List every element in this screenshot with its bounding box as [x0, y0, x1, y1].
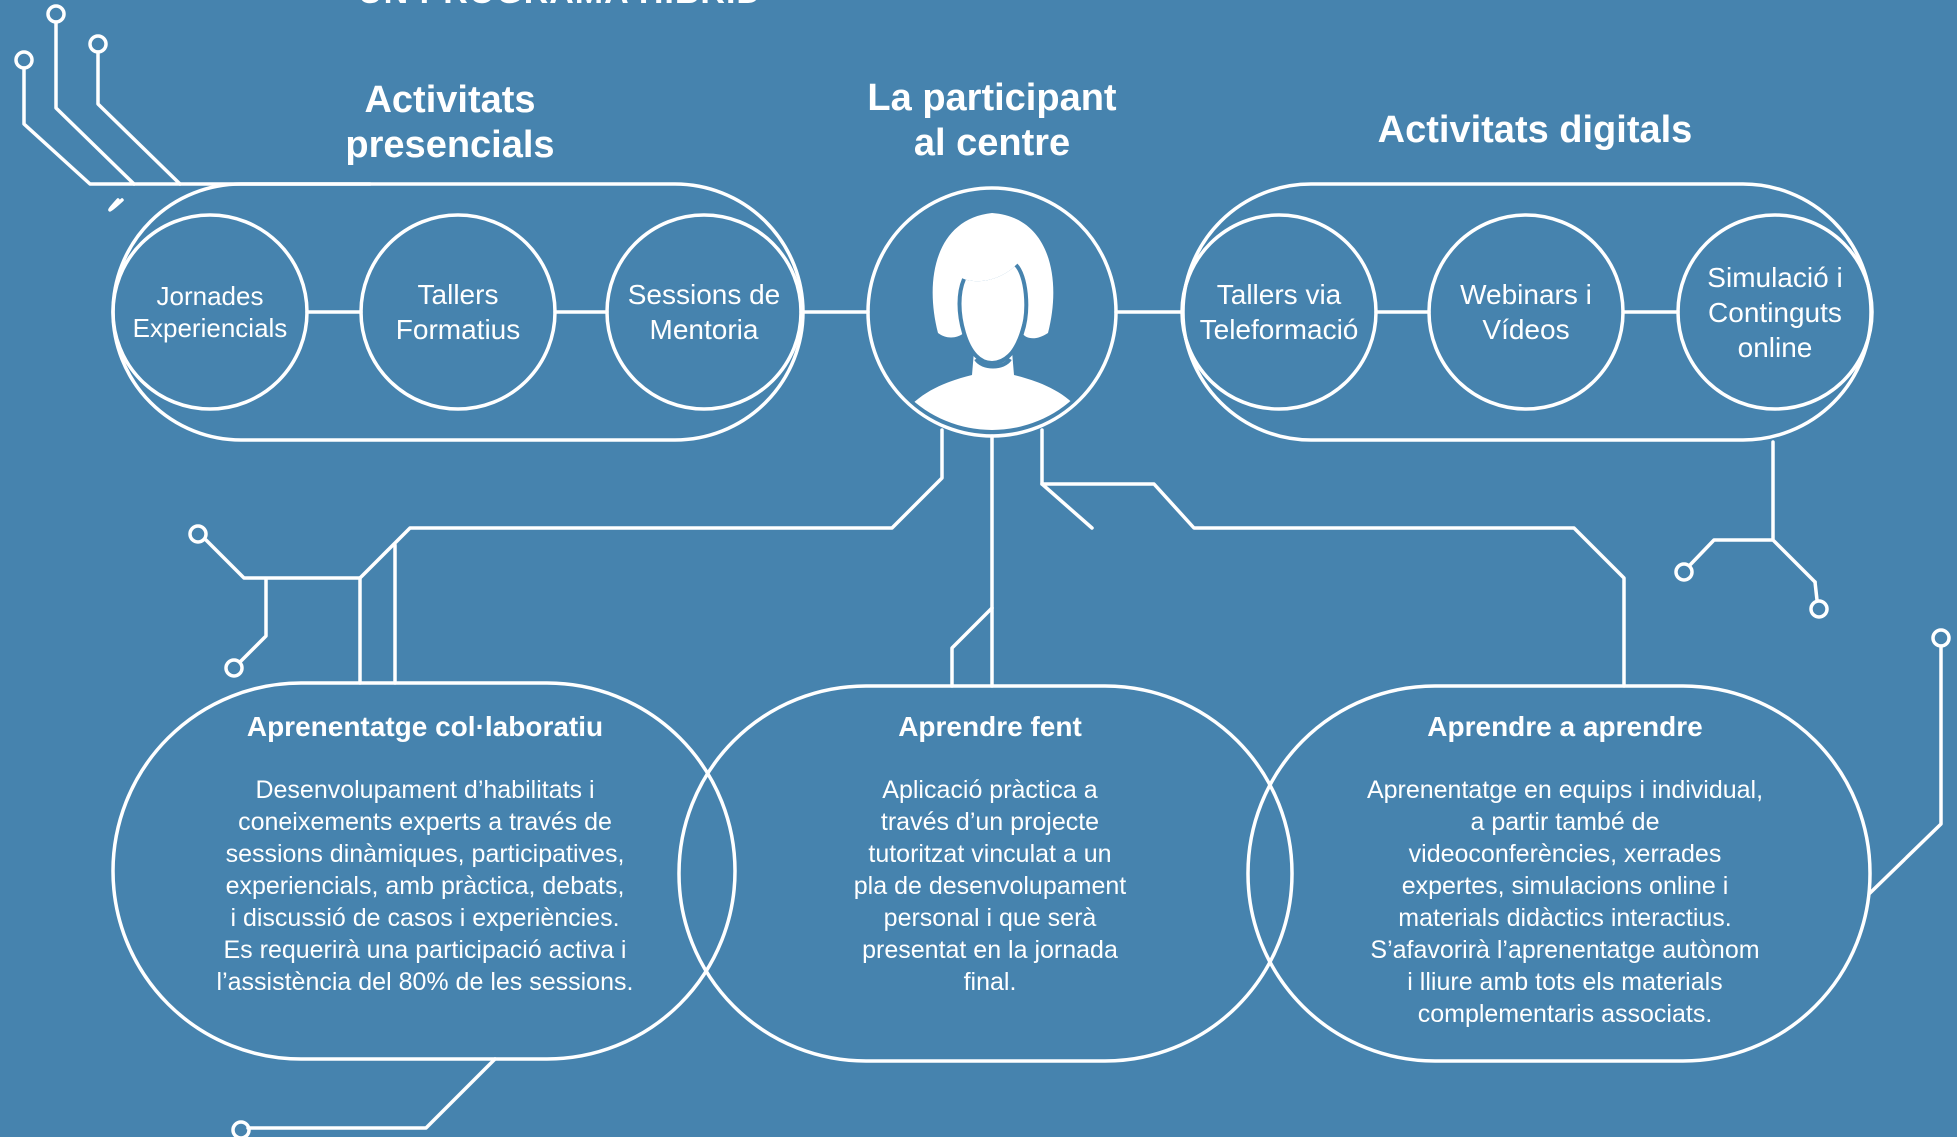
learning-doing-title: Aprendre fent — [898, 711, 1082, 742]
program-title: UN PROGRAMA HÍBRID — [320, 0, 800, 12]
center-heading: La participant al centre — [867, 77, 1117, 164]
presencial-capsule — [108, 182, 870, 442]
learning-blobs — [111, 681, 1872, 1063]
learning-doing: Aprendre fent Aplicació pràctica a travé… — [760, 710, 1220, 998]
learning-doing-body: Aplicació pràctica a través d’un project… — [853, 776, 1127, 996]
learning-collab-body: Desenvolupament d’habilitats i coneixeme… — [216, 776, 634, 996]
digital-item-teleformacio: Tallers via Teleformació — [1199, 279, 1359, 345]
learning-learn: Aprendre a aprendre Aprenentatge en equi… — [1305, 710, 1825, 1030]
circuit-decoration-right — [231, 628, 1951, 1137]
presencial-item-mentoria: Sessions de Mentoria — [627, 279, 781, 345]
learning-collab: Aprenentatge col·laboratiu Desenvolupame… — [160, 710, 690, 998]
digital-item-simulacio: Simulació i Continguts online — [1707, 261, 1843, 363]
digital-heading: Activitats digitals — [1377, 109, 1693, 151]
presencial-item-tallers: Tallers Formatius — [395, 279, 521, 345]
participant-avatar-icon — [892, 213, 1094, 430]
presencial-item-jornades: Jornades Experiencials — [132, 281, 288, 343]
presencial-heading: Activitats presencials — [345, 79, 555, 166]
learning-learn-title: Aprendre a aprendre — [1427, 711, 1703, 742]
digital-capsule — [1114, 182, 1874, 619]
learning-collab-title: Aprenentatge col·laboratiu — [246, 711, 604, 742]
learning-learn-body: Aprenentatge en equips i individual, a p… — [1366, 776, 1764, 1028]
digital-item-webinars: Webinars i Vídeos — [1460, 279, 1592, 345]
center-connectors — [188, 428, 1626, 688]
